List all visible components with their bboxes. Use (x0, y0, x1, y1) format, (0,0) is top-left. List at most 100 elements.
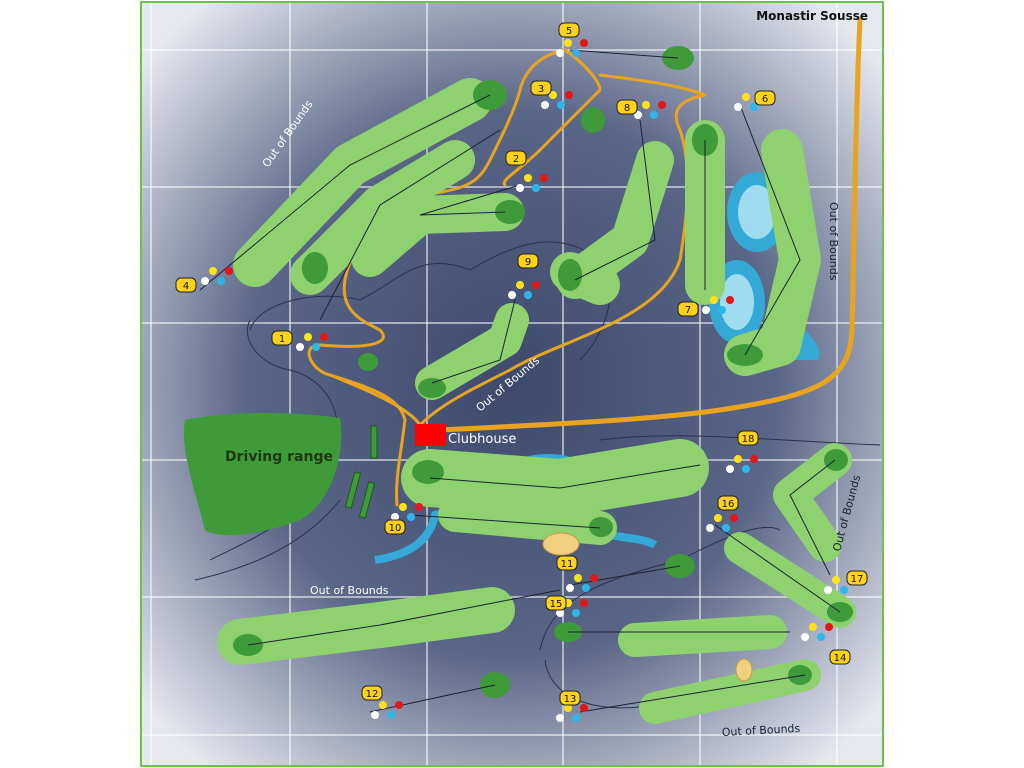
tee-marker (809, 623, 817, 631)
tee-marker (572, 49, 580, 57)
out-of-bounds-label: Out of Bounds (827, 202, 840, 281)
play-line (569, 49, 679, 59)
hole-14-label[interactable]: 14 (829, 649, 851, 665)
tee-marker (642, 101, 650, 109)
hole-3-label[interactable]: 3 (530, 80, 552, 96)
tee-marker (524, 174, 532, 182)
map-title: Monastir Sousse (756, 9, 868, 23)
hole-badge (556, 555, 578, 571)
hole-badge (754, 90, 776, 106)
hole-badge (545, 595, 567, 611)
hole-badge (559, 690, 581, 706)
tee-marker (714, 514, 722, 522)
tee-marker (572, 714, 580, 722)
hole-number: 17 (851, 574, 864, 585)
tee-marker (722, 524, 730, 532)
tee-marker (312, 343, 320, 351)
fairway (724, 129, 821, 376)
hole-number: 11 (561, 559, 574, 570)
putting-green (358, 353, 378, 371)
tee-marker (516, 281, 524, 289)
driving-range-label: Driving range (225, 449, 333, 465)
hole-6-label[interactable]: 6 (754, 90, 776, 106)
tee-marker (296, 343, 304, 351)
hole-4-label[interactable]: 4 (175, 277, 197, 293)
tee-marker (580, 39, 588, 47)
out-of-bounds-label: Out of Bounds (310, 584, 389, 597)
hole-badge (361, 685, 383, 701)
hole-badge (677, 301, 699, 317)
hole-badge (717, 495, 739, 511)
hole-13-label[interactable]: 13 (559, 690, 581, 706)
tee-marker (580, 599, 588, 607)
hole-number: 14 (834, 653, 847, 664)
tee-marker (742, 93, 750, 101)
tee-marker (415, 503, 423, 511)
play-line (714, 524, 841, 613)
tee-marker (750, 103, 758, 111)
tee-marker (399, 503, 407, 511)
putting-green (824, 449, 848, 471)
tee-marker (702, 306, 710, 314)
tee-marker (750, 455, 758, 463)
play-line (247, 589, 561, 646)
driving-range (184, 413, 342, 536)
putting-green (788, 665, 812, 685)
hole-badge (829, 649, 851, 665)
tee-marker (225, 267, 233, 275)
tee-marker (718, 306, 726, 314)
tee-marker (217, 277, 225, 285)
hole-badge (505, 150, 527, 166)
play-line (569, 565, 681, 586)
hole-number: 3 (538, 84, 544, 95)
clubhouse[interactable] (415, 424, 446, 446)
hole-1-label[interactable]: 1 (271, 330, 293, 346)
tee-marker (742, 465, 750, 473)
hole-17-label[interactable]: 17 (846, 570, 868, 586)
tee-marker (556, 609, 564, 617)
fairway (639, 659, 821, 724)
tee-marker (726, 296, 734, 304)
hole-18-label[interactable]: 18 (737, 430, 759, 446)
tee-marker (391, 513, 399, 521)
hole-2-label[interactable]: 2 (505, 150, 527, 166)
tee-marker (706, 524, 714, 532)
tee-marker (634, 111, 642, 119)
play-line (431, 299, 516, 384)
tee-marker (564, 39, 572, 47)
tee-marker (580, 704, 588, 712)
putting-green (495, 200, 525, 224)
hole-5-label[interactable]: 5 (558, 22, 580, 38)
tee-marker (532, 184, 540, 192)
tee-marker (590, 574, 598, 582)
hole-number: 9 (525, 257, 531, 268)
hole-7-label[interactable]: 7 (677, 301, 699, 317)
out-of-bounds-label: Out of Bounds (721, 722, 800, 739)
play-line (369, 684, 496, 713)
tee-marker (304, 333, 312, 341)
putting-green (412, 460, 444, 484)
tee-marker (840, 586, 848, 594)
play-line (419, 184, 521, 216)
hole-number: 4 (183, 281, 189, 292)
tee-marker (824, 586, 832, 594)
fairway (401, 439, 709, 517)
hole-16-label[interactable]: 16 (717, 495, 739, 511)
hole-12-label[interactable]: 12 (361, 685, 383, 701)
tee-marker (565, 91, 573, 99)
hole-9-label[interactable]: 9 (517, 253, 539, 269)
tee-marker (734, 103, 742, 111)
hole-8-label[interactable]: 8 (616, 99, 638, 115)
hole-badge (846, 570, 868, 586)
hole-number: 13 (564, 694, 577, 705)
hole-10-label[interactable]: 10 (384, 519, 406, 535)
hole-15-label[interactable]: 15 (545, 595, 567, 611)
tee-markers (201, 39, 856, 722)
tee-marker (710, 296, 718, 304)
hole-number: 12 (366, 689, 379, 700)
hole-number: 15 (550, 599, 563, 610)
hole-badge (175, 277, 197, 293)
hole-11-label[interactable]: 11 (556, 555, 578, 571)
